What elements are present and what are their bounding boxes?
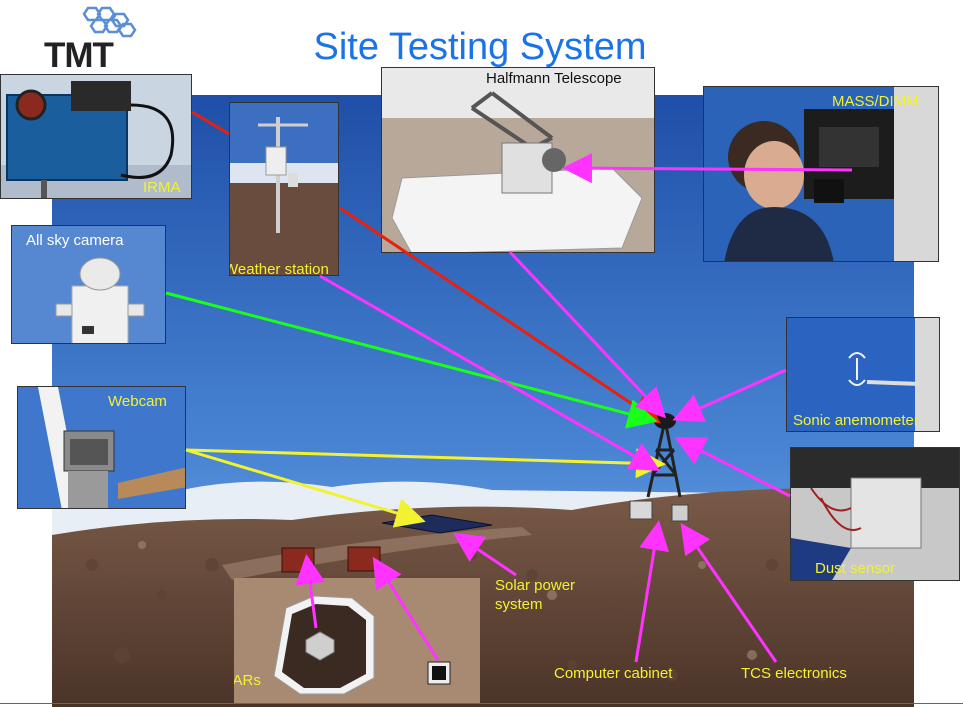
logo-text: TMT [44, 36, 114, 75]
sodars-label: SODARs [234, 672, 261, 689]
sodars-photo: SODARs [234, 578, 480, 704]
webcam-label: Webcam [108, 393, 167, 410]
weather-station-label: Weather station [229, 261, 329, 276]
bottom-divider [0, 703, 963, 704]
solar-power-label: Solar power system [495, 577, 576, 613]
sonic-anemometer-label: Sonic anemometer [793, 412, 919, 429]
page-title: Site Testing System [313, 26, 647, 68]
mass-dimm-photo: MASS/DIMM [703, 86, 939, 262]
dust-sensor-photo: Dust sensor [790, 447, 960, 581]
halfmann-telescope-label: Halfmann Telescope [486, 70, 622, 87]
all-sky-camera-label: All sky camera [26, 232, 124, 249]
tcs-electronics-label: TCS electronics [741, 665, 847, 682]
sonic-anemometer-photo: Sonic anemometer [786, 317, 940, 432]
all-sky-camera-photo: All sky camera [11, 225, 166, 344]
halfmann-telescope-photo: Halfmann Telescope [381, 67, 655, 253]
irma-label: IRMA [143, 179, 181, 196]
hexagon-logo-icon [82, 6, 137, 38]
tmt-logo: TMT [40, 4, 140, 75]
computer-cabinet-label: Computer cabinet [554, 665, 673, 682]
irma-photo: IRMA [0, 74, 192, 199]
dust-sensor-label: Dust sensor [815, 560, 896, 577]
mass-dimm-label: MASS/DIMM [832, 93, 919, 110]
weather-station-photo: Weather station [229, 102, 339, 276]
webcam-photo: Webcam [17, 386, 186, 509]
